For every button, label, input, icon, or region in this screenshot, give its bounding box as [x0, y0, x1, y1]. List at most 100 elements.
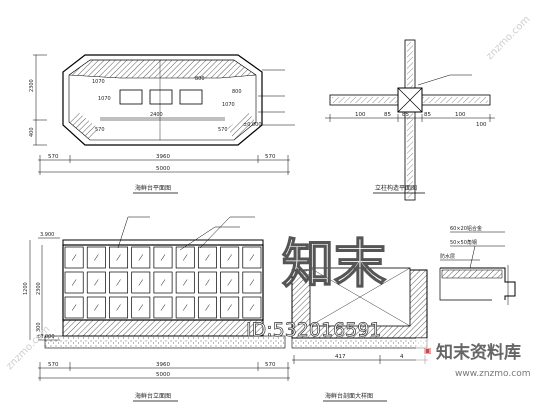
section-note-1: 60×20铝合金: [450, 225, 482, 232]
plan-inner-width: 2400: [150, 112, 163, 118]
glass-reflection-mark: [160, 279, 166, 286]
glass-reflection-mark: [138, 254, 143, 261]
glass-panel: [86, 271, 106, 294]
glass-reflection-mark: [94, 304, 99, 311]
glass-panel-grid: [64, 246, 262, 319]
watermark-side-right: znzmo.com: [484, 14, 532, 62]
plan-level: ±0.000: [243, 122, 262, 128]
glass-reflection-mark: [227, 304, 232, 311]
glass-reflection-mark: [205, 304, 210, 311]
glass-reflection-mark: [205, 254, 210, 261]
glass-panel: [109, 271, 129, 294]
glass-reflection-mark: [138, 279, 143, 286]
glass-panel: [175, 271, 195, 294]
plan-caption: 海鲜台平面图: [135, 184, 171, 192]
plan-view: 1070 1070 800 800 1070 2400 570 570 ±0.0…: [29, 54, 295, 194]
glass-panel: [220, 296, 240, 319]
glass-reflection-mark: [71, 254, 77, 261]
detail-dim-6: 100: [476, 122, 487, 128]
plan-total: 5000: [156, 166, 170, 172]
plan-dim-1: 1070: [92, 79, 105, 85]
glass-reflection-mark: [94, 254, 99, 261]
glass-reflection-mark: [160, 254, 166, 261]
glass-reflection-mark: [116, 304, 121, 311]
glass-panel: [131, 271, 151, 294]
glass-panel: [131, 296, 151, 319]
plan-dim-2: 1070: [98, 96, 111, 102]
elevation-view: 3.900 ±0.000 1200 2300 300 570 3960 570 …: [23, 216, 290, 402]
glass-reflection-mark: [183, 304, 188, 311]
glass-reflection-mark: [160, 304, 166, 311]
column-detail: 100 85 85 85 100 100 立柱构造平面图: [325, 39, 495, 201]
section-dim-1: 417: [335, 354, 346, 360]
detail-caption: 立柱构造平面图: [375, 184, 417, 192]
watermark-url: www.znzmo.com: [455, 369, 530, 379]
glass-panel: [242, 246, 262, 269]
elev-dim-1: 1200: [23, 282, 29, 295]
glass-panel: [64, 246, 84, 269]
plan-inner-left: 570: [95, 127, 105, 133]
glass-reflection-mark: [71, 304, 77, 311]
glass-panel: [197, 246, 217, 269]
glass-reflection-mark: [227, 254, 232, 261]
elev-total: 5000: [156, 372, 170, 378]
section-note-2: 50×50角钢: [450, 239, 477, 246]
plan-outline: [62, 54, 263, 146]
glass-panel: [153, 246, 173, 269]
glass-panel: [197, 296, 217, 319]
watermark-badge-icon: ▣: [424, 346, 432, 355]
plan-dim-3: 800: [195, 76, 205, 82]
plan-bottom-right: 570: [265, 154, 276, 160]
glass-panel: [175, 246, 195, 269]
glass-reflection-mark: [116, 279, 121, 286]
glass-reflection-mark: [94, 279, 99, 286]
glass-panel: [197, 271, 217, 294]
glass-reflection-mark: [116, 254, 121, 261]
plan-depth-2: 400: [29, 127, 35, 137]
glass-reflection-mark: [138, 304, 143, 311]
detail-dim-3: 85: [402, 112, 409, 118]
glass-panel: [153, 271, 173, 294]
elev-dim-2: 2300: [36, 282, 42, 295]
glass-reflection-mark: [183, 254, 188, 261]
glass-reflection-mark: [71, 279, 77, 286]
elev-bottom-left: 570: [48, 362, 59, 368]
glass-panel: [220, 271, 240, 294]
elev-dim-3: 300: [36, 322, 42, 332]
glass-panel: [175, 296, 195, 319]
glass-reflection-mark: [249, 304, 255, 311]
elev-level-base: ±0.000: [36, 334, 55, 340]
glass-panel: [64, 271, 84, 294]
glass-panel: [153, 296, 173, 319]
glass-panel: [64, 296, 84, 319]
detail-dim-1: 100: [355, 112, 366, 118]
glass-reflection-mark: [183, 279, 188, 286]
glass-reflection-mark: [205, 279, 210, 286]
glass-panel: [109, 296, 129, 319]
elev-level-top: 3.900: [40, 232, 54, 238]
elev-caption: 海鲜台立面图: [135, 392, 171, 400]
watermark-id: ID:532016591: [246, 319, 381, 341]
plan-inner-right: 570: [218, 127, 228, 133]
glass-reflection-mark: [249, 254, 255, 261]
plan-dim-4: 800: [232, 89, 242, 95]
detail-dim-2: 85: [384, 112, 391, 118]
plan-bottom-mid: 3960: [156, 154, 170, 160]
glass-panel: [220, 246, 240, 269]
detail-dim-5: 100: [455, 112, 466, 118]
plan-depth-1: 2300: [29, 79, 35, 92]
elev-bottom-right: 570: [265, 362, 276, 368]
detail-dim-4: 85: [424, 112, 431, 118]
section-caption: 海鲜台剖面大样图: [325, 392, 373, 400]
glass-panel: [86, 296, 106, 319]
glass-panel: [242, 271, 262, 294]
glass-panel: [242, 296, 262, 319]
watermark-brand: 知末资料库: [435, 342, 521, 363]
glass-panel: [86, 246, 106, 269]
glass-reflection-mark: [249, 279, 255, 286]
glass-reflection-mark: [227, 279, 232, 286]
glass-panel: [131, 246, 151, 269]
section-dim-2: 4: [400, 354, 404, 360]
watermark-logo: 知末: [282, 235, 386, 295]
